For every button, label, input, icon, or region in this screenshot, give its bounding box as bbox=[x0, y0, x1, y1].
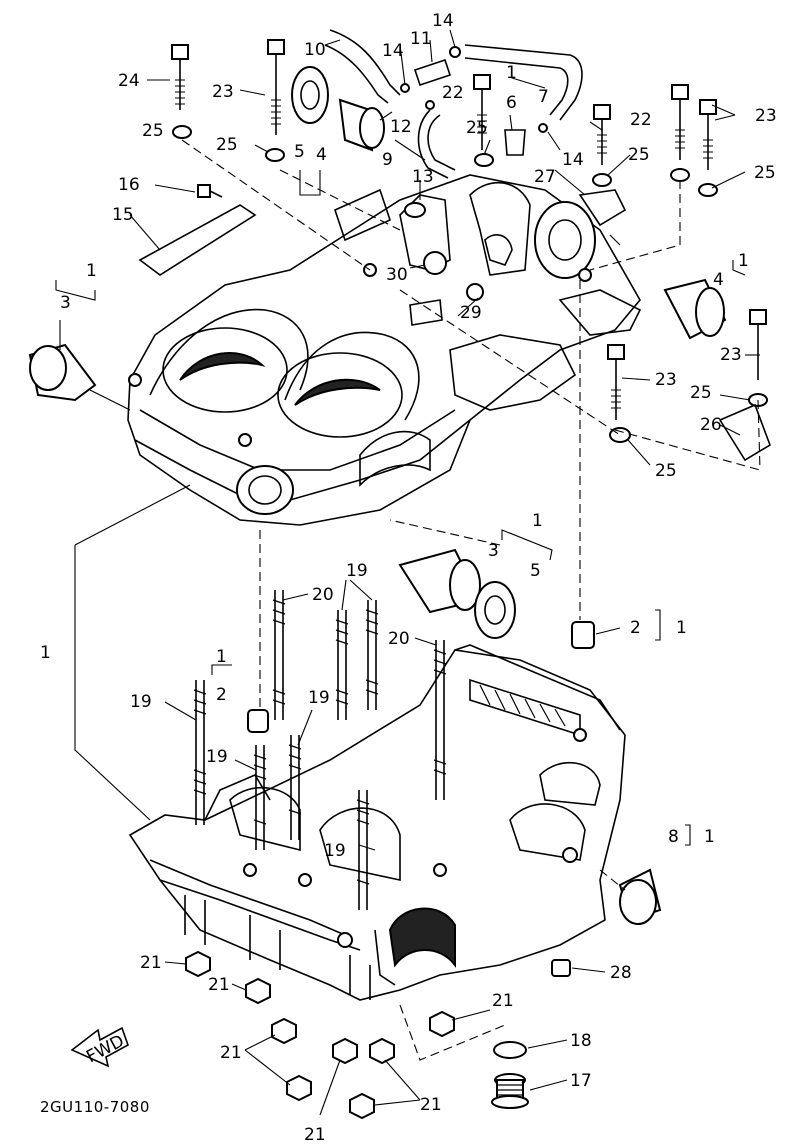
callout-28: 28 bbox=[610, 963, 632, 983]
callout-30: 30 bbox=[386, 265, 408, 285]
callout-1: 1 bbox=[216, 647, 227, 667]
callout-25: 25 bbox=[628, 145, 650, 165]
callout-22: 22 bbox=[630, 110, 652, 130]
callout-1: 1 bbox=[86, 261, 97, 281]
callout-23: 23 bbox=[720, 345, 742, 365]
callout-1: 1 bbox=[40, 643, 51, 663]
callout-3: 3 bbox=[488, 541, 499, 561]
callout-21: 21 bbox=[420, 1095, 442, 1115]
callout-9: 9 bbox=[382, 150, 393, 170]
callout-4: 4 bbox=[316, 145, 327, 165]
callout-12: 12 bbox=[390, 117, 412, 137]
callout-20: 20 bbox=[312, 585, 334, 605]
callout-16: 16 bbox=[118, 175, 140, 195]
nuts-and-drain bbox=[185, 950, 529, 1120]
callout-19: 19 bbox=[346, 561, 368, 581]
callout-4: 4 bbox=[713, 270, 724, 290]
callout-7: 7 bbox=[538, 87, 549, 107]
upper-crankcase bbox=[127, 174, 642, 526]
callout-6: 6 bbox=[506, 93, 517, 113]
hoses-and-fittings bbox=[324, 29, 583, 179]
callout-5: 5 bbox=[530, 561, 541, 581]
callout-1: 1 bbox=[738, 251, 749, 271]
callout-25: 25 bbox=[655, 461, 677, 481]
leader-lines bbox=[55, 29, 761, 1116]
callout-11: 11 bbox=[410, 29, 432, 49]
callout-5: 5 bbox=[294, 142, 305, 162]
callout-19: 19 bbox=[308, 688, 330, 708]
callout-23: 23 bbox=[212, 82, 234, 102]
callout-15: 15 bbox=[112, 205, 134, 225]
lower-crankcase bbox=[128, 644, 626, 1001]
callout-17: 17 bbox=[570, 1071, 592, 1091]
callout-20: 20 bbox=[388, 629, 410, 649]
callout-25: 25 bbox=[216, 135, 238, 155]
callout-8: 8 bbox=[668, 827, 679, 847]
callout-23: 23 bbox=[755, 106, 777, 126]
callout-14: 14 bbox=[382, 41, 404, 61]
callout-22: 22 bbox=[442, 83, 464, 103]
fwd-arrow: FWD bbox=[70, 1026, 129, 1068]
callout-21: 21 bbox=[492, 991, 514, 1011]
studs-and-dowels bbox=[193, 590, 595, 977]
callout-1: 1 bbox=[532, 511, 543, 531]
callout-14: 14 bbox=[432, 11, 454, 31]
callout-labels: 24 23 10 14 11 14 1 22 6 7 23 22 25 12 2… bbox=[40, 11, 777, 1145]
callout-10: 10 bbox=[304, 40, 326, 60]
callout-14: 14 bbox=[562, 150, 584, 170]
callout-19: 19 bbox=[130, 692, 152, 712]
callout-2: 2 bbox=[216, 685, 227, 705]
callout-21: 21 bbox=[140, 953, 162, 973]
callout-23: 23 bbox=[655, 370, 677, 390]
callout-25: 25 bbox=[690, 383, 712, 403]
callout-25: 25 bbox=[466, 118, 488, 138]
callout-3: 3 bbox=[60, 293, 71, 313]
callout-25: 25 bbox=[142, 121, 164, 141]
callout-21: 21 bbox=[304, 1125, 326, 1145]
callout-26: 26 bbox=[700, 415, 722, 435]
callout-24: 24 bbox=[118, 71, 140, 91]
callout-21: 21 bbox=[208, 975, 230, 995]
callout-21: 21 bbox=[220, 1043, 242, 1063]
callout-1: 1 bbox=[506, 63, 517, 83]
callout-1: 1 bbox=[704, 827, 715, 847]
callout-18: 18 bbox=[570, 1031, 592, 1051]
callout-13: 13 bbox=[412, 167, 434, 187]
callout-19: 19 bbox=[206, 747, 228, 767]
callout-25: 25 bbox=[754, 163, 776, 183]
callout-27: 27 bbox=[534, 167, 556, 187]
callout-1: 1 bbox=[676, 618, 687, 638]
callout-2: 2 bbox=[630, 618, 641, 638]
callout-19: 19 bbox=[324, 841, 346, 861]
figure-code: 2GU110-7080 bbox=[40, 1098, 150, 1116]
callout-29: 29 bbox=[460, 303, 482, 323]
bolts-and-washers bbox=[171, 39, 768, 443]
seals-and-bearings bbox=[28, 66, 771, 925]
